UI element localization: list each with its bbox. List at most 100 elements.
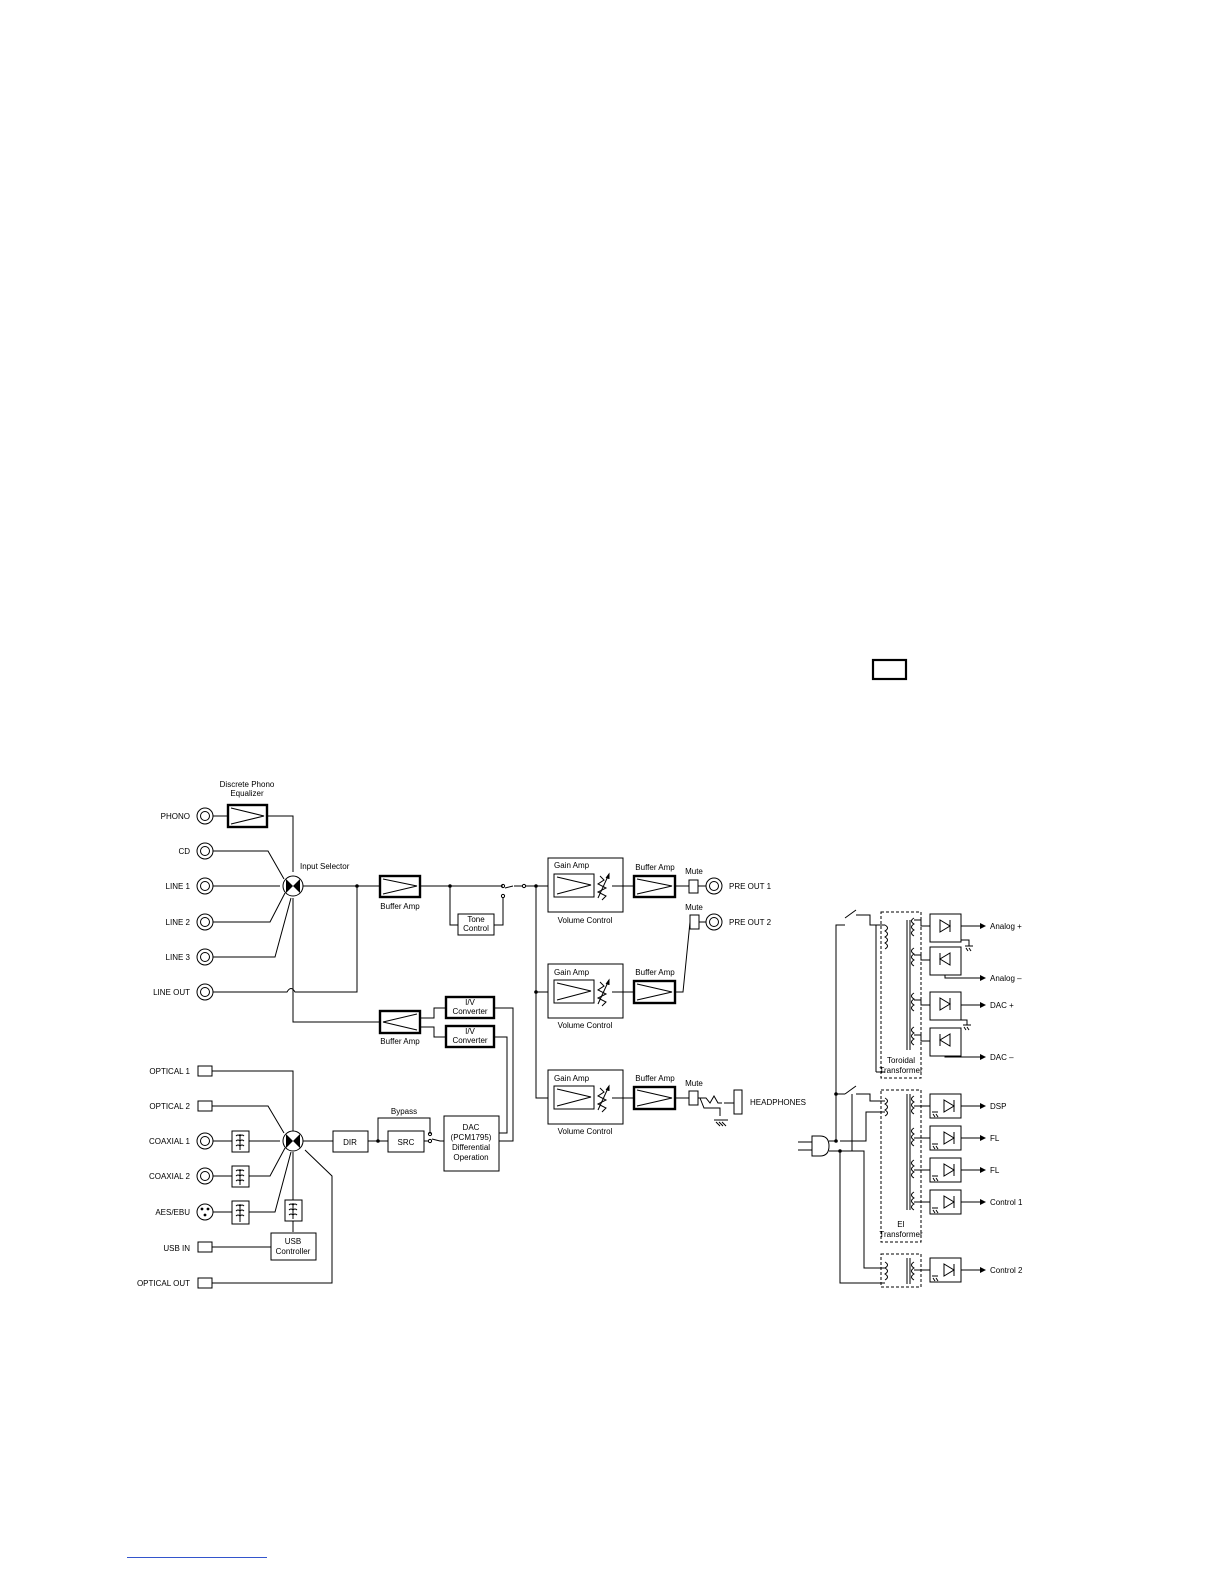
volume-control-1-label: Volume Control — [558, 916, 613, 925]
rail-dsp: DSP — [990, 1102, 1006, 1111]
regulator-analog-plus — [929, 913, 986, 952]
phono-eq-title-1: Discrete Phono — [220, 780, 275, 789]
buffer-amp-1-label: Buffer Amp — [380, 902, 420, 911]
iv-2-label-2: Converter — [452, 1036, 487, 1045]
regulator-dac-minus — [929, 1027, 986, 1060]
mute-2-label: Mute — [685, 903, 703, 912]
rail-fl-2: FL — [990, 1166, 1000, 1175]
tone-control-label-2: Control — [463, 924, 489, 933]
jack-line-1 — [196, 877, 214, 895]
buffer-amp-5-label: Buffer Amp — [380, 1037, 420, 1046]
jack-aes-ebu — [196, 1203, 214, 1221]
label-pre-out-2: PRE OUT 2 — [729, 918, 772, 927]
toroidal-label-2: Transformer — [879, 1066, 923, 1075]
label-cd: CD — [178, 847, 190, 856]
jack-line-3 — [196, 948, 214, 966]
phono-equalizer-block — [226, 803, 269, 829]
regulator-fl-2 — [929, 1157, 986, 1183]
jack-optical-2 — [197, 1100, 213, 1112]
volume-control-2-label: Volume Control — [558, 1021, 613, 1030]
ei-label-2: Transformer — [879, 1230, 923, 1239]
regulator-control-2 — [929, 1257, 986, 1283]
jack-line-out — [196, 983, 214, 1001]
jack-line-2 — [196, 913, 214, 931]
tone-control-label-1: Tone — [467, 915, 485, 924]
pulse-transformer-coax-2 — [231, 1165, 250, 1188]
gain-amp-3-label: Gain Amp — [554, 1074, 590, 1083]
volume-channel-2: Gain Amp Volume Control Buffer Amp Mute … — [547, 903, 772, 1030]
dac-label-3: Differential — [452, 1143, 490, 1152]
jack-coaxial-1 — [196, 1132, 214, 1150]
regulator-control-1 — [929, 1189, 986, 1215]
iv-2-label-1: I/V — [465, 1027, 475, 1036]
jack-optical-out — [197, 1277, 213, 1289]
regulator-fl-1 — [929, 1125, 986, 1151]
regulator-analog-minus — [929, 946, 986, 981]
rail-fl-1: FL — [990, 1134, 1000, 1143]
dac-label-4: Operation — [453, 1153, 488, 1162]
jack-optical-1 — [197, 1065, 213, 1077]
label-headphones: HEADPHONES — [750, 1098, 806, 1107]
mute-3-label: Mute — [685, 1079, 703, 1088]
volume-channel-1: Gain Amp Volume Control Buffer Amp Mute … — [547, 857, 772, 925]
toroidal-transformer-frame — [880, 911, 922, 1079]
label-coaxial-1: COAXIAL 1 — [149, 1137, 191, 1146]
buffer-amp-3-label: Buffer Amp — [635, 968, 675, 977]
iv-1-label-1: I/V — [465, 998, 475, 1007]
regulator-dsp — [929, 1093, 986, 1119]
regulator-dac-plus — [929, 991, 986, 1031]
label-line-3: LINE 3 — [166, 953, 191, 962]
label-usb-in: USB IN — [163, 1244, 190, 1253]
buffer-amp-2-label: Buffer Amp — [635, 863, 675, 872]
jack-pre-out-1 — [705, 877, 723, 895]
rail-dac-plus: DAC + — [990, 1001, 1014, 1010]
label-coaxial-2: COAXIAL 2 — [149, 1172, 191, 1181]
phono-eq-title-2: Equalizer — [230, 789, 264, 798]
jack-phono — [196, 807, 214, 825]
rail-dac-minus: DAC – — [990, 1053, 1014, 1062]
ei-label-1: EI — [897, 1220, 905, 1229]
label-pre-out-1: PRE OUT 1 — [729, 882, 772, 891]
dir-label: DIR — [343, 1138, 357, 1147]
analog-inputs: PHONO CD LINE 1 LINE 2 LINE 3 LINE OUT D… — [153, 780, 548, 1099]
input-selector — [282, 875, 304, 897]
headphone-jack — [733, 1089, 743, 1115]
iv-1-label-2: Converter — [452, 1007, 487, 1016]
volume-channel-3: Gain Amp Volume Control Buffer Amp Mute … — [547, 1069, 806, 1136]
digital-section: Buffer Amp I/V Converter I/V Converter O… — [137, 898, 514, 1289]
rail-control-2: Control 2 — [990, 1266, 1023, 1275]
label-line-1: LINE 1 — [166, 882, 191, 891]
buffer-amp-5 — [378, 1009, 422, 1035]
rail-analog-plus: Analog + — [990, 922, 1022, 931]
label-line-out: LINE OUT — [153, 988, 190, 997]
digital-input-selector — [282, 1130, 304, 1152]
usb-controller-block — [270, 1232, 317, 1261]
label-optical-1: OPTICAL 1 — [149, 1067, 190, 1076]
src-label: SRC — [398, 1138, 415, 1147]
rail-control-1: Control 1 — [990, 1198, 1023, 1207]
label-aes-ebu: AES/EBU — [155, 1208, 190, 1217]
input-selector-label: Input Selector — [300, 862, 350, 871]
footer-rule — [127, 1557, 267, 1558]
jack-usb-in — [197, 1241, 213, 1253]
mute-relay-3 — [688, 1090, 699, 1106]
mute-1-label: Mute — [685, 867, 703, 876]
dac-label-2: (PCM1795) — [451, 1133, 492, 1142]
buffer-amp-1 — [378, 874, 422, 899]
mute-relay-2 — [689, 914, 700, 930]
label-optical-out: OPTICAL OUT — [137, 1279, 190, 1288]
label-phono: PHONO — [161, 812, 190, 821]
label-line-2: LINE 2 — [166, 918, 191, 927]
mute-relay-1 — [688, 879, 699, 894]
jack-cd — [196, 842, 214, 860]
gain-amp-2-label: Gain Amp — [554, 968, 590, 977]
small-frame-box — [871, 658, 908, 681]
usb-controller-label-1: USB — [285, 1237, 301, 1246]
ei-transformer-frame — [880, 1089, 922, 1243]
pulse-transformer-usb — [284, 1199, 303, 1222]
volume-control-3-label: Volume Control — [558, 1127, 613, 1136]
rail-analog-minus: Analog – — [990, 974, 1022, 983]
power-supply: Toroidal Transformer EI Transformer — [798, 909, 1023, 1288]
pulse-transformer-aes — [231, 1200, 250, 1225]
